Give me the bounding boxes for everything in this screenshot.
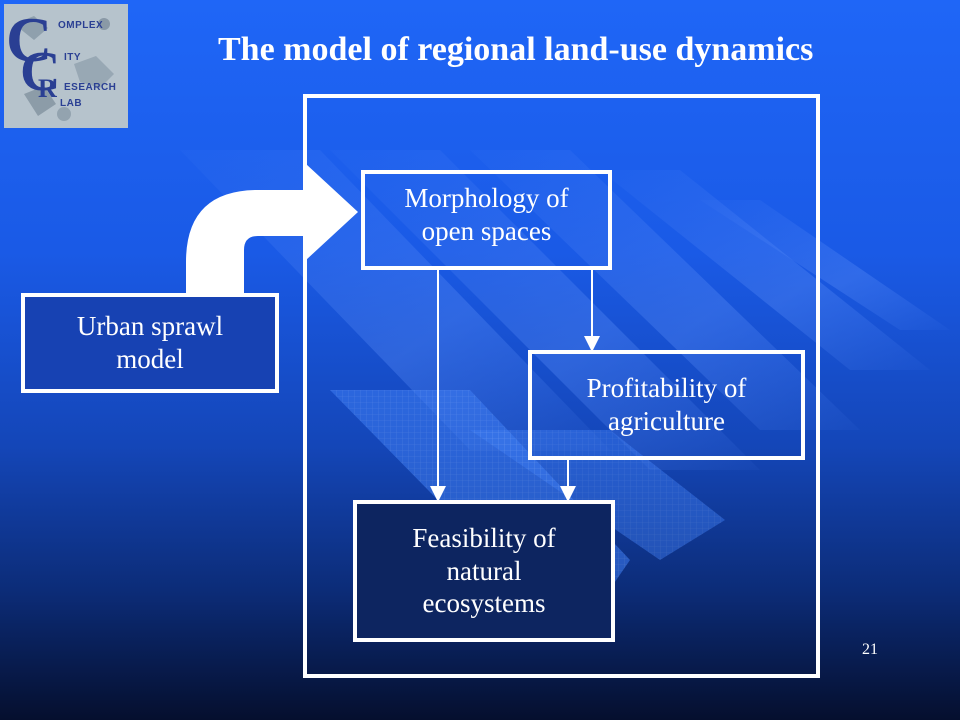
node-feasibility-line1: Feasibility of <box>412 522 556 553</box>
logo-texture <box>4 4 128 128</box>
logo-text-omplex: OMPLEX <box>58 20 104 31</box>
node-morphology-line1: Morphology of <box>404 183 569 213</box>
logo-text-lab: LAB <box>60 98 83 109</box>
node-profitability-of-agriculture: Profitability of agriculture <box>528 350 805 460</box>
logo-text-esearch: ESEARCH <box>64 82 117 93</box>
node-urban-line2: model <box>116 344 184 374</box>
node-urban-line1: Urban sprawl <box>76 311 224 342</box>
node-urban-sprawl-model: Urban sprawl model <box>21 293 279 393</box>
logo-text-ity: ITY <box>64 52 82 63</box>
page-number: 21 <box>862 641 878 658</box>
complex-city-research-lab-logo: C C R OMPLEX ITY ESEARCH LAB <box>4 4 128 128</box>
urban-to-morphology-arrow <box>186 164 358 294</box>
logo-letter-r: R <box>38 74 57 103</box>
model-frame <box>303 94 820 678</box>
node-morphology-line2: open spaces <box>421 215 552 246</box>
node-feasibility-of-natural-ecosystems: Feasibility of natural ecosystems <box>353 500 615 642</box>
slide-title: The model of regional land-use dynamics <box>218 31 814 68</box>
node-morphology-of-open-spaces: Morphology of open spaces <box>361 170 612 270</box>
logo-letter-c2: C <box>20 41 61 103</box>
node-feasibility-line2: natural <box>446 555 522 586</box>
node-feasibility-line3: ecosystems <box>422 588 546 619</box>
node-profitability-line1: Profitability of <box>586 373 747 404</box>
logo-letter-c1: C <box>6 4 53 75</box>
node-profitability-line2: agriculture <box>608 406 725 436</box>
